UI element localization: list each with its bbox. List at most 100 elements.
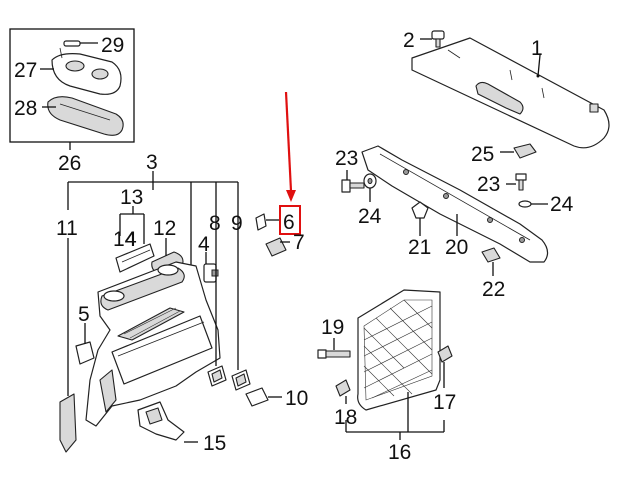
trim-panel-part-1: [411, 37, 610, 149]
clip-part-5: [75, 323, 95, 365]
callout-14: 14: [113, 228, 137, 251]
callout-13: 13: [120, 186, 143, 209]
lens-highlight: [59, 103, 111, 121]
screw-part-19: [317, 338, 351, 359]
lamp-housing-clip: [59, 47, 63, 59]
rail-part-20: [361, 145, 549, 263]
callout-24-left: 24: [358, 205, 382, 228]
callout-22: 22: [482, 278, 505, 301]
trim-panel-rib: [509, 69, 513, 81]
hook-part-18: [335, 379, 351, 404]
cover-inner: [211, 369, 223, 383]
cover-body: [245, 387, 269, 407]
side-trim-cup: [157, 264, 179, 276]
inset-frame: [9, 28, 135, 143]
screw-head: [431, 30, 445, 40]
callout-24-right: 24: [550, 193, 574, 216]
trim-panel-body: [411, 37, 610, 149]
callout-18: 18: [334, 406, 357, 429]
callout-25: 25: [471, 143, 494, 166]
bracket-body: [481, 247, 501, 263]
screw-shank: [325, 350, 351, 358]
clip-body: [75, 341, 95, 365]
callout-7: 7: [293, 231, 305, 254]
callout-27: 27: [14, 59, 37, 82]
callout-8: 8: [209, 212, 221, 235]
callout-10: 10: [285, 387, 308, 410]
lens-part-28: [47, 96, 124, 136]
leader-1-dot: [536, 74, 540, 78]
inset-box: [9, 28, 135, 150]
clip-body: [265, 237, 287, 257]
callout-29: 29: [101, 34, 124, 57]
bolt-shank: [349, 182, 365, 189]
bracket-part-15: [137, 401, 198, 443]
clip-body: [255, 213, 267, 231]
screw-shank: [435, 38, 441, 48]
group-bracket-3: [67, 171, 239, 298]
callout-19: 19: [321, 316, 344, 339]
side-trim-vent: [117, 307, 185, 341]
rail-ridge: [379, 153, 531, 241]
rail-hole: [519, 237, 525, 243]
washer-hole: [367, 178, 373, 184]
callout-20: 20: [445, 236, 468, 259]
callout-5: 5: [78, 303, 90, 326]
pad-body: [513, 143, 537, 159]
trim-panel-clip: [589, 103, 599, 113]
rail-hole: [403, 169, 409, 175]
callout-28: 28: [14, 97, 37, 120]
rail-hole: [443, 193, 449, 199]
washer-part-24-right: [518, 200, 548, 208]
trim-panel-rib: [541, 87, 545, 99]
washer: [518, 200, 532, 208]
lamp-housing-part-27: [51, 53, 122, 95]
callout-12: 12: [153, 217, 176, 240]
pin-part-29: [63, 40, 81, 47]
trim-panel-handle: [475, 81, 524, 115]
cover-part-14: [115, 243, 155, 273]
bracket-face: [145, 407, 163, 425]
vent-line: [123, 307, 177, 335]
trim-panel-rib: [447, 49, 461, 59]
cover-inner: [235, 373, 247, 387]
pad-part-25: [500, 143, 537, 159]
callout-11: 11: [56, 217, 78, 240]
callout-15: 15: [203, 432, 226, 455]
cover-part-10: [245, 387, 282, 407]
washer-part-24-left: [363, 173, 377, 202]
callout-1: 1: [531, 37, 543, 60]
callout-23-left: 23: [335, 147, 358, 170]
callout-3: 3: [146, 151, 158, 174]
callout-17: 17: [433, 391, 456, 414]
lamp-housing-detail: [65, 60, 85, 72]
highlight-arrow-shaft: [284, 91, 293, 192]
clip-part-21: [411, 201, 429, 236]
callout-9: 9: [231, 212, 243, 235]
cover-line: [121, 249, 151, 263]
callout-4-right: 4: [198, 233, 210, 256]
clip-part-6: [255, 213, 280, 231]
highlight-marker: [279, 91, 301, 235]
pocket-line: [117, 321, 205, 357]
side-trim-cup: [103, 290, 125, 302]
clip-part-7: [265, 237, 290, 257]
cover-part-9: [231, 210, 251, 391]
clip-part-4: [203, 252, 219, 283]
screw-head: [317, 349, 327, 359]
hook-body: [335, 379, 351, 397]
cover-part-8: [207, 210, 227, 387]
callout-6: 6: [283, 211, 295, 234]
net-mesh: [363, 299, 433, 399]
callout-2: 2: [403, 29, 415, 52]
vent-line: [129, 310, 181, 339]
clip-tab: [211, 269, 219, 277]
highlight-arrow-head: [286, 190, 296, 202]
lamp-housing-detail: [91, 68, 109, 80]
cargo-net-part-16: [345, 289, 445, 440]
bracket-part-22: [481, 247, 501, 276]
hook-body: [437, 345, 453, 363]
callout-16: 16: [388, 441, 411, 464]
